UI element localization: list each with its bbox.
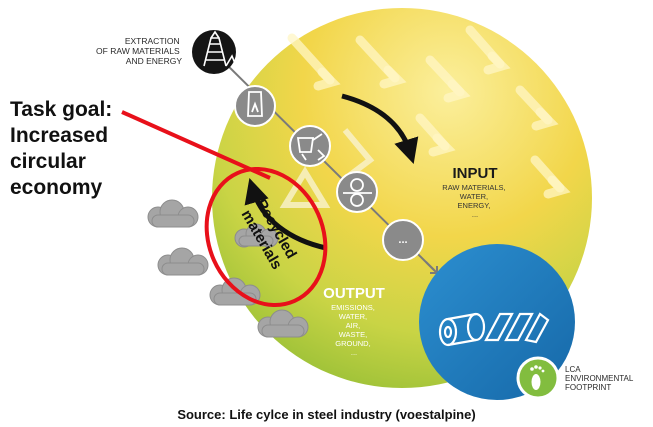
lca-label-line: LCA — [565, 365, 581, 374]
lca-label-line: ENVIRONMENTAL — [565, 374, 634, 383]
input-detail-line: RAW MATERIALS, — [442, 183, 505, 192]
output-title: OUTPUT — [323, 285, 385, 302]
rolling-mill-icon — [343, 178, 372, 207]
process-step-furnace — [234, 85, 276, 127]
output-detail-line: WATER, — [339, 312, 367, 321]
footprint-icon — [530, 365, 545, 390]
task-goal-line: circular — [10, 150, 86, 173]
steel-products-icon — [438, 312, 550, 347]
output-detail-line: WASTE, — [339, 330, 367, 339]
recycle-flow-arrow — [244, 178, 327, 251]
process-step-more: ... — [382, 219, 424, 261]
task-goal-line: Increased — [10, 124, 109, 147]
recycle-symbol — [279, 128, 375, 208]
mine-tower-icon — [203, 30, 237, 67]
cloud — [257, 309, 309, 338]
output-detail-line: AIR, — [346, 321, 361, 330]
lca-label-line: FOOTPRINT — [565, 383, 611, 392]
extraction-label-line: OF RAW MATERIALS — [96, 46, 180, 56]
task-goal-line: Task goal: — [10, 98, 113, 121]
task-goal-text: Task goal: Increased circular economy — [10, 97, 112, 201]
furnace-icon — [247, 91, 263, 117]
cloud — [234, 223, 279, 248]
cloud — [157, 247, 209, 276]
input-details: RAW MATERIALS, WATER, ENERGY, ... — [442, 183, 507, 219]
flow-arrows-background — [287, 25, 571, 199]
goal-pointer-line — [121, 110, 271, 180]
ladle-icon — [296, 133, 326, 161]
more-icon: ... — [398, 234, 407, 246]
input-detail-line: ENERGY, — [458, 201, 491, 210]
source-caption: Source: Life cylce in steel industry (vo… — [177, 407, 476, 422]
process-step-rolling — [336, 171, 378, 213]
input-detail-line: ... — [472, 210, 478, 219]
input-title: INPUT — [453, 165, 498, 182]
task-goal-line: economy — [10, 176, 103, 199]
output-detail-line: GROUND, — [335, 339, 370, 348]
extraction-node — [192, 30, 237, 74]
input-detail-line: WATER, — [460, 192, 488, 201]
lca-node — [516, 356, 560, 400]
output-detail-line: ... — [351, 348, 357, 357]
recycled-highlight-ellipse — [204, 166, 328, 308]
extraction-label: EXTRACTION OF RAW MATERIALS AND ENERGY — [96, 36, 182, 66]
cloud — [147, 199, 199, 228]
process-step-ladle — [289, 125, 331, 167]
input-flow-arrow — [341, 93, 419, 164]
lca-label: LCA ENVIRONMENTAL FOOTPRINT — [565, 365, 635, 392]
extraction-label-line: EXTRACTION — [125, 36, 180, 46]
extraction-label-line: AND ENERGY — [126, 56, 183, 66]
output-detail-line: EMISSIONS, — [331, 303, 375, 312]
output-details: EMISSIONS, WATER, AIR, WASTE, GROUND, ..… — [331, 303, 377, 357]
